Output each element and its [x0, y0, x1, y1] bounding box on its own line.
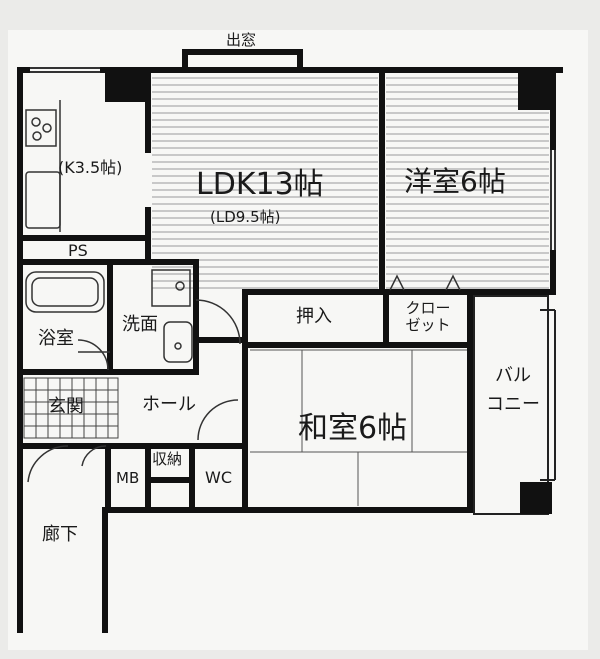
balcony-outline: [473, 295, 556, 515]
bay-window-label: 出窓: [226, 31, 257, 49]
closet-label-line1: クロー: [405, 299, 451, 317]
door-swings: [27, 299, 241, 483]
column-top-right: [518, 70, 554, 110]
japanese-room-name: 和室6帖: [298, 411, 408, 446]
bath-fixtures: [25, 269, 193, 363]
column-top-left: [105, 70, 149, 102]
ldk-sub-label: (LD9.5帖): [210, 208, 281, 226]
entrance-tiles: [23, 377, 119, 439]
column-bottom-right: [520, 482, 552, 514]
balcony-label: バル コニー: [478, 365, 548, 415]
oshiire-label: 押入: [296, 306, 332, 327]
corridor-label: 廊下: [42, 524, 78, 545]
tatami-mats: [250, 349, 468, 506]
window-marks: [30, 67, 556, 250]
closet-door-marks: [389, 274, 461, 291]
closet-label: クロー ゼット: [392, 299, 464, 335]
wc-label: WC: [205, 468, 232, 487]
western-room-name: 洋室6帖: [404, 165, 506, 198]
balcony-label-line1: バル: [495, 365, 531, 386]
balcony-label-line2: コニー: [486, 393, 540, 415]
kitchen-label: (K3.5帖): [58, 158, 123, 177]
kitchen-fixtures: [25, 100, 61, 232]
ldk-floor-lines: [152, 77, 378, 289]
washroom-label: 洗面: [122, 314, 158, 335]
mb-label: MB: [116, 469, 140, 487]
bath-label: 浴室: [38, 328, 74, 349]
closet-label-line2: ゼット: [405, 316, 451, 335]
storage-label: 収納: [152, 450, 183, 468]
entrance-label: 玄関: [48, 396, 84, 417]
ldk-room-name: LDK13帖: [196, 167, 324, 202]
ps-label: PS: [68, 241, 88, 260]
plan-sheet: [8, 30, 588, 650]
hall-label: ホール: [142, 394, 196, 415]
